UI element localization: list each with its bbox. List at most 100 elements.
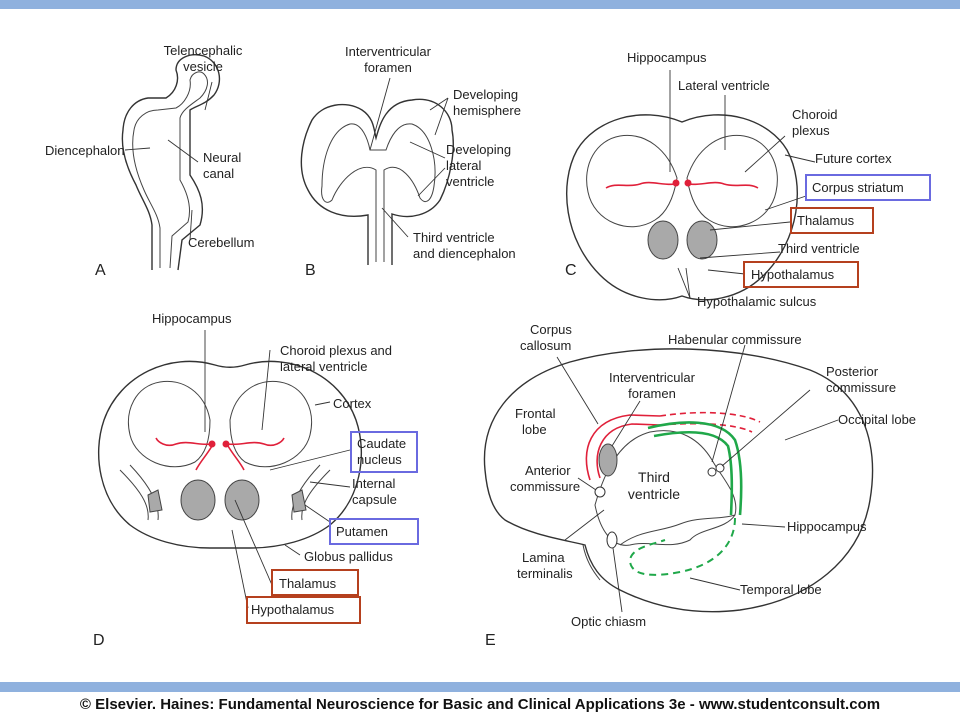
box-d-putamen [329, 518, 419, 545]
label-d-globus-pallidus: Globus pallidus [304, 549, 393, 564]
label-c-future-cortex: Future cortex [815, 151, 892, 166]
panel-b-brain-outline [300, 98, 454, 265]
label-e-anterior-commissure-1: Anterior [525, 463, 571, 478]
panel-d-right-hemisphere [229, 380, 312, 468]
label-c-lateral-ventricle: Lateral ventricle [678, 78, 770, 93]
panel-letter-b: B [305, 262, 316, 279]
panel-d-thalamus-right [224, 479, 260, 521]
panel-d-choroid-plexus [155, 437, 285, 471]
panel-d-brain-outline [98, 360, 362, 549]
panel-d-left-hemisphere [128, 380, 211, 468]
label-d-caudate-nucleus-2: nucleus [357, 452, 402, 467]
label-third-ventricle-1: Third ventricle [413, 230, 495, 245]
panel-e-anterior-commissure [594, 486, 606, 498]
label-e-corpus-callosum-2: callosum [520, 338, 571, 353]
label-e-lamina-terminalis-1: Lamina [522, 550, 565, 565]
panel-e-hippocampus-dashed [628, 517, 736, 576]
label-diencephalon: Diencephalon [45, 143, 125, 158]
label-d-internal-capsule-1: Internal [352, 476, 395, 491]
label-telencephalic-vesicle-1: Telencephalic [164, 43, 243, 58]
label-e-third-ventricle-1: Third [638, 469, 670, 485]
label-d-cortex: Cortex [333, 396, 372, 411]
label-c-third-ventricle: Third ventricle [778, 241, 860, 256]
panel-e: Corpus callosum Habenular commissure Pos… [483, 322, 916, 649]
embryology-figure: Telencephalic vesicle Diencephalon Neura… [45, 43, 931, 649]
panel-e-diencephalon [594, 430, 737, 546]
label-d-hypothalamus: Hypothalamus [251, 602, 335, 617]
label-developing-hemisphere-2: hemisphere [453, 103, 521, 118]
label-e-habenular-commissure: Habenular commissure [668, 332, 802, 347]
label-d-choroid-plexus-1: Choroid plexus and [280, 343, 392, 358]
box-d-hypothalamus [246, 596, 361, 624]
box-c-thalamus [790, 207, 874, 234]
panel-b: Interventricular foramen Developing hemi… [300, 44, 521, 279]
label-e-frontal-lobe-1: Frontal [515, 406, 556, 421]
panel-a-neural-canal [132, 71, 208, 269]
panel-a-neural-tube [121, 54, 221, 271]
panel-e-corpus-callosum [585, 414, 661, 481]
panel-letter-a: A [95, 262, 106, 279]
label-d-choroid-plexus-2: lateral ventricle [280, 359, 367, 374]
label-e-interventricular-foramen-2: foramen [628, 386, 676, 401]
label-telencephalic-vesicle-2: vesicle [183, 59, 223, 74]
label-e-temporal-lobe: Temporal lobe [740, 582, 822, 597]
panel-d: Hippocampus Choroid plexus and lateral v… [93, 311, 419, 649]
label-e-anterior-commissure-2: commissure [510, 479, 580, 494]
bottom-accent-bar [0, 682, 960, 692]
label-interventricular-foramen-1: Interventricular [345, 44, 432, 59]
label-e-hippocampus: Hippocampus [787, 519, 867, 534]
label-developing-lateral-ventricle-3: ventricle [446, 174, 494, 189]
box-d-thalamus [271, 569, 359, 596]
label-e-frontal-lobe-2: lobe [522, 422, 547, 437]
panel-e-interventricular-foramen [598, 443, 618, 477]
label-e-occipital-lobe: Occipital lobe [838, 412, 916, 427]
label-e-third-ventricle-2: ventricle [628, 486, 680, 502]
label-developing-lateral-ventricle-2: lateral [446, 158, 482, 173]
label-e-optic-chiasm: Optic chiasm [571, 614, 646, 629]
panel-c-choroid-plexus [605, 181, 759, 189]
label-d-hippocampus: Hippocampus [152, 311, 232, 326]
box-c-hypothalamus [743, 261, 859, 288]
label-e-lamina-terminalis-2: terminalis [517, 566, 573, 581]
label-d-putamen: Putamen [336, 524, 388, 539]
panel-c: Hippocampus Lateral ventricle Choroid pl… [565, 50, 931, 309]
copyright-credit: © Elsevier. Haines: Fundamental Neurosci… [79, 696, 881, 713]
panel-c-brain-outline [566, 114, 798, 301]
label-c-hypothalamus: Hypothalamus [751, 267, 835, 282]
panel-d-thalamus-left [180, 479, 216, 521]
panel-letter-e: E [485, 632, 496, 649]
panel-e-hippocampus-solid [647, 421, 743, 516]
label-e-posterior-commissure-2: commissure [826, 380, 896, 395]
label-e-corpus-callosum-1: Corpus [530, 322, 572, 337]
panel-c-left-hemisphere [586, 134, 678, 228]
label-d-internal-capsule-2: capsule [352, 492, 397, 507]
panel-c-thalamus-right [686, 220, 718, 260]
label-c-choroid-plexus-1: Choroid [792, 107, 838, 122]
panel-e-optic-chiasm [606, 531, 618, 549]
label-cerebellum: Cerebellum [188, 235, 254, 250]
panel-a: Telencephalic vesicle Diencephalon Neura… [45, 43, 254, 279]
label-c-hypothalamic-sulcus: Hypothalamic sulcus [697, 294, 817, 309]
box-c-corpus-striatum [805, 174, 931, 201]
panel-letter-d: D [93, 632, 105, 649]
label-third-ventricle-2: and diencephalon [413, 246, 516, 261]
label-e-interventricular-foramen-1: Interventricular [609, 370, 696, 385]
label-interventricular-foramen-2: foramen [364, 60, 412, 75]
panel-letter-c: C [565, 262, 577, 279]
label-d-caudate-nucleus-1: Caudate [357, 436, 406, 451]
panel-e-brain-outline [483, 348, 874, 613]
label-e-posterior-commissure-1: Posterior [826, 364, 879, 379]
box-d-caudate-nucleus [350, 431, 418, 473]
label-neural-canal-1: Neural [203, 150, 241, 165]
label-neural-canal-2: canal [203, 166, 234, 181]
label-c-thalamus: Thalamus [797, 213, 855, 228]
top-accent-bar [0, 0, 960, 9]
label-developing-hemisphere-1: Developing [453, 87, 518, 102]
label-c-choroid-plexus-2: plexus [792, 123, 830, 138]
label-developing-lateral-ventricle-1: Developing [446, 142, 511, 157]
label-c-corpus-striatum: Corpus striatum [812, 180, 904, 195]
panel-c-thalamus-left [647, 220, 679, 260]
label-c-hippocampus: Hippocampus [627, 50, 707, 65]
panel-c-right-hemisphere [686, 134, 778, 228]
label-d-thalamus: Thalamus [279, 576, 337, 591]
